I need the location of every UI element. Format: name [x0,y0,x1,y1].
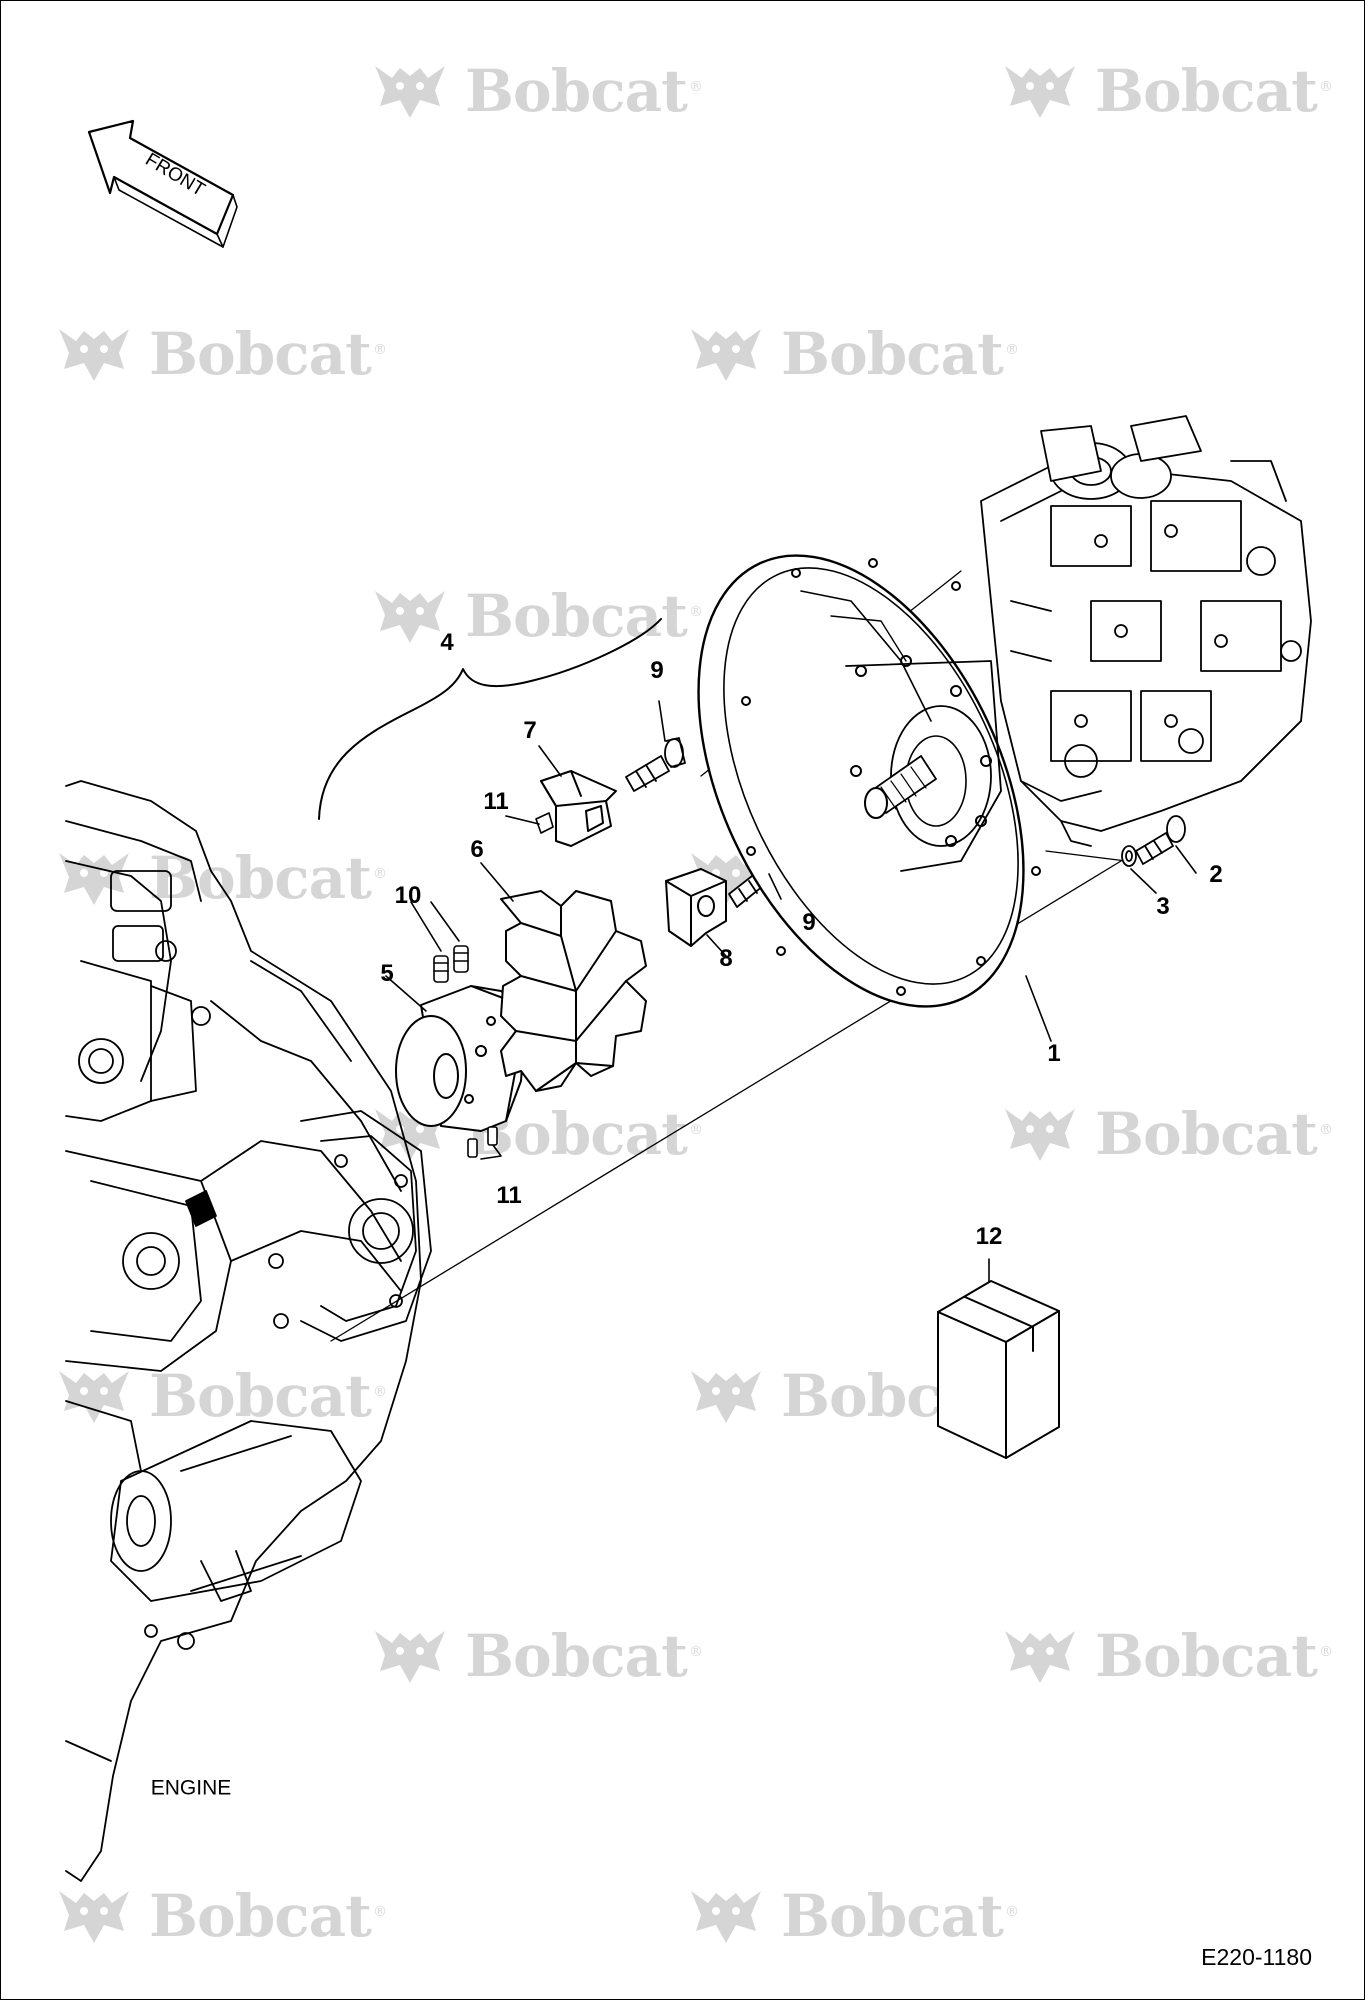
callout-10: 10 [394,882,422,909]
roll-pins-lower [467,1126,498,1158]
callout-6: 6 [470,836,484,863]
callout-8: 8 [719,945,733,972]
coupling-hub [395,985,527,1132]
callout-12: 12 [975,1223,1003,1250]
callout-3: 3 [1156,893,1170,920]
engine-label: ENGINE [150,1776,232,1800]
figure-id: E220-1180 [1201,1944,1312,1970]
coupling-bracket [540,770,617,847]
hydraulic-pump-assembly [980,415,1312,847]
front-arrow-icon [87,119,238,248]
cap-screw [1135,815,1186,865]
bolt-upper [625,737,686,792]
callout-11-lower: 11 [496,1182,522,1209]
kit-brace [318,618,662,820]
callout-2: 2 [1209,861,1223,888]
coupling-block [665,868,727,947]
kit-box-icon [937,1280,1060,1459]
washer [1121,845,1137,867]
pump-flange-housing [697,554,1046,1008]
callout-9-upper: 9 [650,657,664,684]
set-screws [433,945,469,983]
leader-lines [385,700,1197,1282]
engine [65,780,432,1882]
rubber-coupling-element [500,890,647,1092]
callout-7: 7 [523,717,537,744]
callout-5: 5 [380,960,394,987]
callout-11-upper: 11 [483,788,509,815]
callout-9-lower: 9 [802,909,816,936]
callout-4: 4 [440,629,454,656]
callout-1: 1 [1047,1040,1061,1067]
roll-pin-upper [535,812,554,834]
